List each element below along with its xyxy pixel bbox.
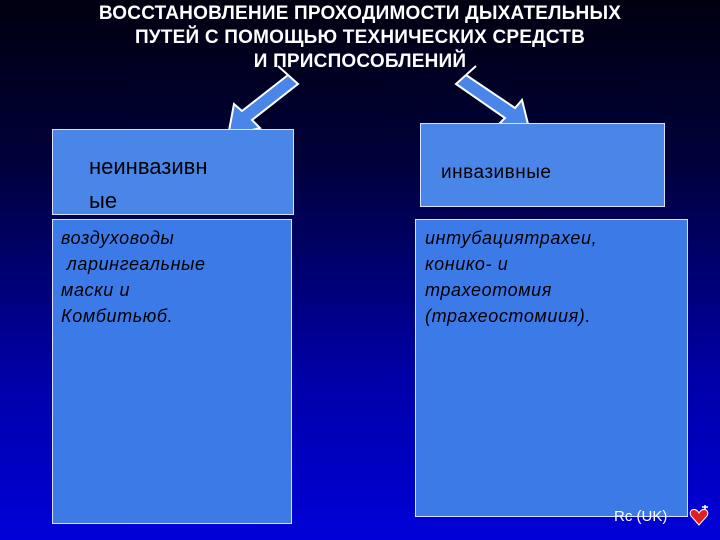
list-item: маски и: [61, 280, 131, 300]
noninvasive-heading-line-2: ые: [89, 188, 118, 213]
invasive-heading: инвазивные: [441, 162, 552, 183]
noninvasive-list-box: воздуховоды ларингеальные маски и Комбит…: [52, 219, 292, 524]
logo-icon: [689, 505, 709, 526]
list-item: конико- и: [425, 254, 509, 274]
slide-title: ВОССТАНОВЛЕНИЕ ПРОХОДИМОСТИ ДЫХАТЕЛЬНЫХ …: [0, 2, 720, 74]
arrow-down-left-icon: [226, 65, 300, 138]
noninvasive-heading-line-1: неинвазивн: [89, 154, 208, 179]
title-line-2: ПУТЕЙ С ПОМОЩЬЮ ТЕХНИЧЕСКИХ СРЕДСТВ: [134, 27, 586, 48]
title-line-3: И ПРИСПОСОБЛЕНИЙ: [253, 51, 467, 72]
list-item: трахеотомия: [425, 280, 553, 300]
invasive-list-box: интубациятрахеи, конико- и трахеотомия (…: [415, 219, 688, 517]
footer-credit: Rc (UK): [614, 508, 668, 525]
list-item: (трахеостомиия).: [425, 306, 592, 326]
noninvasive-heading-box: неинвазивн ые: [52, 129, 294, 215]
invasive-heading-box: инвазивные: [420, 123, 665, 207]
list-item: воздуховоды: [61, 228, 175, 248]
list-item: Комбитьюб.: [61, 306, 174, 326]
list-item: ларингеальные: [61, 254, 206, 274]
list-item: интубациятрахеи,: [425, 228, 598, 248]
title-line-1: ВОССТАНОВЛЕНИЕ ПРОХОДИМОСТИ ДЫХАТЕЛЬНЫХ: [98, 3, 622, 24]
